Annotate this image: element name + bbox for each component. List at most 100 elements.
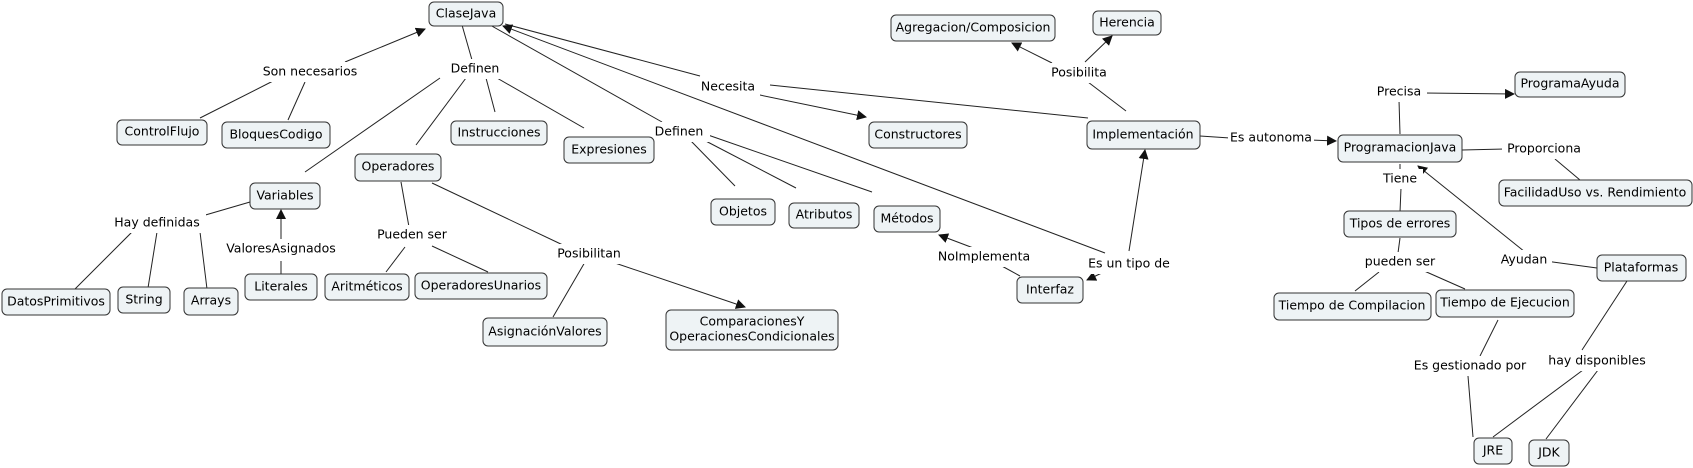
concept-controlflujo[interactable]: ControlFlujo xyxy=(116,119,208,146)
concept-datosprimitivos[interactable]: DatosPrimitivos xyxy=(1,288,111,316)
concept-constructores[interactable]: Constructores xyxy=(868,121,968,149)
concept-aritmeticos[interactable]: Aritméticos xyxy=(324,273,410,301)
link-text-proporciona: Proporciona xyxy=(1507,141,1581,156)
link-text-definen-1: Definen xyxy=(451,61,500,76)
concept-metodos[interactable]: Métodos xyxy=(873,205,941,233)
link-label-es-un-tipo-de: Es un tipo de xyxy=(1083,254,1175,274)
edges xyxy=(73,23,1628,440)
concept-implementacion[interactable]: Implementación xyxy=(1086,120,1201,150)
link-label-noimplementa: NoImplementa xyxy=(935,247,1033,267)
concept-aritmeticos-label: Aritméticos xyxy=(331,279,402,294)
link-text-noimplementa: NoImplementa xyxy=(938,249,1030,264)
link-text-son-necesarios: Son necesarios xyxy=(263,64,358,79)
concept-facilidad-label: FacilidadUso vs. Rendimiento xyxy=(1504,185,1687,200)
edge-programacionjava-precisa xyxy=(1398,99,1401,135)
concept-interfaz[interactable]: Interfaz xyxy=(1016,276,1084,304)
edge-gestionado-jre xyxy=(1467,375,1474,438)
concept-operadores-label: Operadores xyxy=(362,159,435,174)
concept-agregacion[interactable]: Agregacion/Composicion xyxy=(890,14,1056,42)
link-text-hay-disponibles: hay disponibles xyxy=(1548,353,1645,368)
link-label-definen-1: Definen xyxy=(446,59,504,79)
concept-programacionjava[interactable]: ProgramacionJava xyxy=(1337,134,1463,163)
edge-posibilitan-asignacion xyxy=(552,261,586,318)
edge-tiene-tiposerrores xyxy=(1399,187,1402,213)
concept-instrucciones[interactable]: Instrucciones xyxy=(450,120,548,146)
concept-jdk[interactable]: JDK xyxy=(1528,439,1570,467)
link-text-ayudan: Ayudan xyxy=(1501,252,1548,267)
concept-jre-label: JRE xyxy=(1482,443,1503,458)
link-label-precisa: Precisa xyxy=(1371,82,1427,102)
concept-arrays[interactable]: Arrays xyxy=(183,287,239,316)
edge-sonnecesarios-clasejava xyxy=(344,27,426,63)
link-text-es-autonoma: Es autonoma xyxy=(1230,130,1312,145)
edge-precisa-programaayuda xyxy=(1423,88,1515,99)
edge-posibilita-herencia xyxy=(1084,35,1113,63)
edge-controlflujo-sonnecesarios xyxy=(199,79,276,119)
concept-comparaciones[interactable]: ComparacionesY OperacionesCondicionales xyxy=(665,309,839,351)
edge-definen1-variables xyxy=(304,77,441,173)
edge-definen1-operadores xyxy=(415,77,467,146)
link-text-posibilita: Posibilita xyxy=(1051,65,1107,80)
link-text-necesita: Necesita xyxy=(701,79,755,94)
concept-bloquescodigo[interactable]: BloquesCodigo xyxy=(221,121,331,149)
link-label-tiene: Tiene xyxy=(1377,169,1423,189)
concept-implementacion-label: Implementación xyxy=(1092,127,1193,142)
concept-controlflujo-label: ControlFlujo xyxy=(125,124,200,139)
link-text-pueden-ser-2: pueden ser xyxy=(1365,254,1436,269)
link-label-es-gestionado-por: Es gestionado por xyxy=(1412,356,1528,376)
concept-facilidad[interactable]: FacilidadUso vs. Rendimiento xyxy=(1498,179,1693,207)
edge-definen2-metodos xyxy=(707,134,873,193)
concept-agregacion-label: Agregacion/Composicion xyxy=(896,20,1051,35)
concept-objetos[interactable]: Objetos xyxy=(710,198,776,226)
concept-tiposerrores[interactable]: Tipos de errores xyxy=(1343,210,1457,238)
concept-plataformas-label: Plataformas xyxy=(1604,260,1679,275)
edge-implementacion-esautonoma xyxy=(1199,135,1231,139)
concept-operadoresunarios[interactable]: OperadoresUnarios xyxy=(414,272,548,300)
link-label-proporciona: Proporciona xyxy=(1502,139,1586,159)
edge-esautonoma-programacionjava xyxy=(1309,135,1337,146)
concept-datosprimitivos-label: DatosPrimitivos xyxy=(7,294,105,309)
concept-literales[interactable]: Literales xyxy=(244,273,318,301)
concept-asignacionvalores[interactable]: AsignaciónValores xyxy=(482,317,608,347)
concept-clasejava[interactable]: ClaseJava xyxy=(428,1,504,27)
concept-tiempocompilacion[interactable]: Tiempo de Compilacion xyxy=(1273,292,1432,321)
edge-haydisponibles-jdk xyxy=(1545,369,1599,440)
edge-plataformas-haydisponibles xyxy=(1581,280,1628,351)
edge-bloquescodigo-sonnecesarios xyxy=(287,81,306,121)
concept-programaayuda[interactable]: ProgramaAyuda xyxy=(1514,71,1626,98)
edge-ejecucion-gestionado xyxy=(1479,319,1499,357)
edge-definen1-instrucciones xyxy=(485,77,496,113)
edge-tiposerrores-puedenser xyxy=(1397,237,1401,254)
edge-haydefinidas-arrays xyxy=(199,231,208,290)
concept-expresiones-label: Expresiones xyxy=(571,142,647,157)
edge-definen2-objetos xyxy=(689,139,736,187)
edge-puedenser-ejecucion xyxy=(1421,269,1466,290)
edge-proporciona-facilidad xyxy=(1554,158,1581,181)
edge-noimplementa-metodos xyxy=(938,233,977,250)
concept-literales-label: Literales xyxy=(254,279,308,294)
concept-operadores[interactable]: Operadores xyxy=(354,153,442,182)
edge-puedenser-unarios xyxy=(431,245,489,273)
concept-herencia-label: Herencia xyxy=(1099,15,1155,30)
edge-operadores-posibilitan xyxy=(431,182,566,247)
edge-ayudan-programacionjava xyxy=(1417,165,1526,253)
link-label-son-necesarios: Son necesarios xyxy=(260,62,360,82)
concept-string[interactable]: String xyxy=(117,286,171,314)
concept-plataformas[interactable]: Plataformas xyxy=(1596,254,1687,282)
link-label-definen-2: Definen xyxy=(648,122,710,142)
concept-expresiones[interactable]: Expresiones xyxy=(563,136,655,164)
concept-atributos[interactable]: Atributos xyxy=(788,202,860,229)
edge-esuntipode-implementacion xyxy=(1128,149,1149,252)
concept-variables[interactable]: Variables xyxy=(249,182,321,210)
concept-programacionjava-label: ProgramacionJava xyxy=(1344,140,1457,155)
concept-jre[interactable]: JRE xyxy=(1473,437,1513,465)
edge-posibilitan-comparaciones xyxy=(611,261,746,309)
concept-clasejava-label: ClaseJava xyxy=(436,6,496,21)
edge-clasejava-definen2 xyxy=(489,24,663,123)
edge-variables-haydefinidas xyxy=(201,201,251,217)
concept-tiempoejecucion[interactable]: Tiempo de Ejecucion xyxy=(1435,289,1575,318)
concept-herencia[interactable]: Herencia xyxy=(1092,10,1162,36)
link-text-valores-asignados: ValoresAsignados xyxy=(226,241,336,256)
